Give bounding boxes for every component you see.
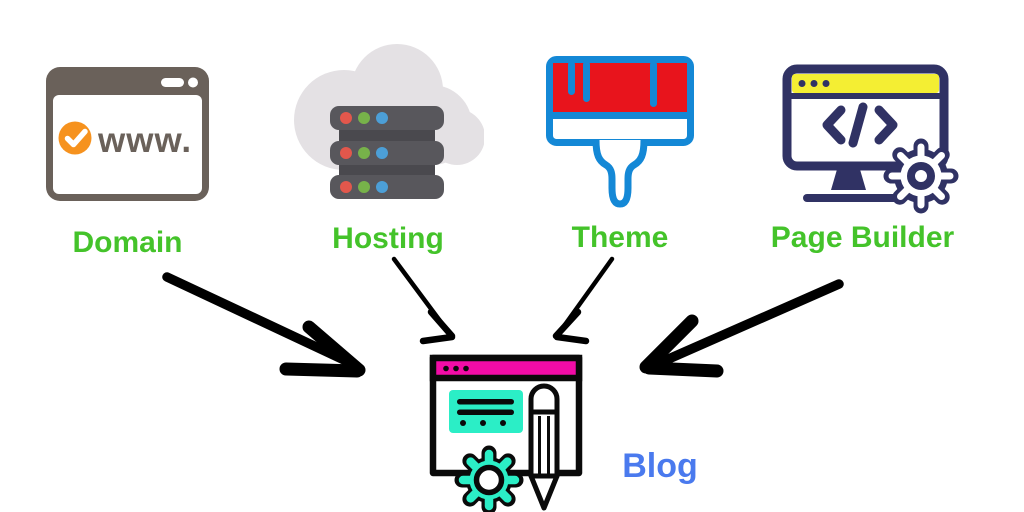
paintbrush-icon <box>546 56 694 208</box>
node-page-builder: Page Builder <box>760 62 965 253</box>
arrow-theme-to-blog <box>552 256 615 345</box>
arrow-domain-to-blog <box>162 272 366 378</box>
server-led-lights <box>340 112 388 193</box>
node-blog <box>425 350 585 512</box>
node-hosting: Hosting <box>288 42 488 254</box>
arrow-hosting-to-blog <box>391 256 456 345</box>
monitor-code-gear-icon <box>782 64 959 214</box>
gear-icon <box>883 138 959 214</box>
cloud-servers-icon <box>294 44 484 199</box>
node-domain: www. Domain <box>20 67 235 258</box>
arrow-page-builder-to-blog <box>639 279 844 378</box>
window-dots <box>443 365 469 372</box>
code-glyph <box>822 102 898 148</box>
label-domain: Domain <box>72 226 183 259</box>
label-page-builder: Page Builder <box>770 221 955 254</box>
window-dots <box>798 80 830 87</box>
www-text: www. <box>97 121 192 160</box>
gear-icon <box>454 445 524 512</box>
pencil-icon <box>528 383 560 511</box>
paint-drips <box>568 61 657 107</box>
label-hosting: Hosting <box>332 222 444 255</box>
label-theme: Theme <box>571 221 669 254</box>
blog-window-icon <box>429 354 583 512</box>
label-blog: Blog <box>622 447 698 485</box>
server-stack <box>330 106 444 199</box>
browser-www-icon: www. <box>46 67 209 201</box>
post-preview <box>449 390 523 433</box>
monitor-stand <box>831 166 866 190</box>
node-theme: Theme <box>545 56 695 253</box>
